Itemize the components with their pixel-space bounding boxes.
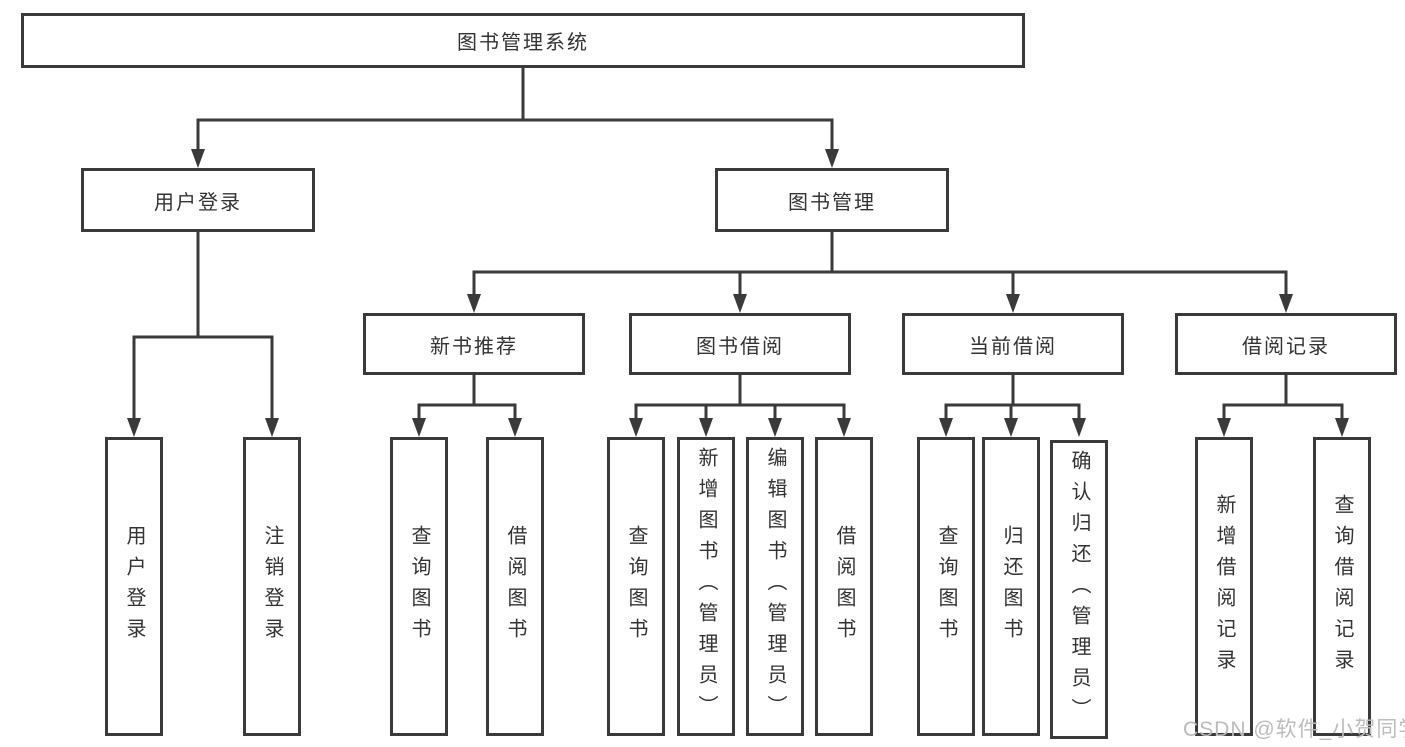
leaf-user-login: 用户登录 (105, 437, 163, 736)
node-user-login: 用户登录 (81, 168, 315, 232)
connector-userlogin-to-leaves (132, 230, 274, 424)
leaf-query-books-recommendation: 查询图书 (390, 437, 448, 736)
node-label: 图书借阅 (696, 335, 784, 358)
node-label: 图书管理 (788, 191, 876, 214)
node-label: 借阅图书 (504, 524, 526, 649)
node-label: 查询图书 (625, 524, 647, 649)
leaf-borrow-books-recommendation: 借阅图书 (486, 437, 544, 736)
csdn-watermark: CSDN @软件_小贺同学 (1183, 718, 1405, 741)
node-label: 编辑图书（管理员） (764, 447, 786, 726)
node-label: 用户登录 (123, 524, 145, 649)
connector-bookborrow-to-leaves (634, 373, 846, 424)
arrowheads (127, 149, 1349, 437)
node-label: 新书推荐 (430, 335, 518, 358)
node-book-borrowing: 图书借阅 (629, 313, 851, 375)
node-current-borrowing: 当前借阅 (902, 313, 1124, 375)
leaf-return-books: 归还图书 (982, 437, 1040, 736)
node-label: 新增借阅记录 (1213, 493, 1235, 680)
connector-newbook-to-leaves (417, 373, 517, 424)
node-new-book-recommendation: 新书推荐 (363, 313, 585, 375)
node-label: 确认归还（管理员） (1068, 450, 1090, 729)
leaf-borrow-books-borrowing: 借阅图书 (815, 437, 873, 736)
node-label: 借阅图书 (833, 524, 855, 649)
leaf-query-books-current: 查询图书 (917, 437, 975, 736)
node-label: 借阅记录 (1242, 335, 1330, 358)
node-label: 图书管理系统 (457, 32, 589, 54)
node-borrowing-records: 借阅记录 (1175, 313, 1397, 375)
connector-root-to-level2 (196, 66, 834, 155)
node-label: 注销登录 (261, 524, 283, 649)
leaf-query-borrow-record: 查询借阅记录 (1313, 437, 1371, 736)
connector-bookmgmt-to-level3 (472, 230, 1288, 300)
leaf-confirm-return-admin: 确认归还（管理员） (1050, 440, 1108, 739)
leaf-edit-book-admin: 编辑图书（管理员） (746, 437, 804, 736)
leaf-add-book-admin: 新增图书（管理员） (677, 437, 735, 736)
connector-currentborrow-to-leaves (944, 373, 1081, 424)
node-label: 查询图书 (408, 524, 430, 649)
node-label: 新增图书（管理员） (695, 447, 717, 726)
node-library-management-system: 图书管理系统 (21, 13, 1025, 68)
node-label: 用户登录 (154, 191, 242, 214)
leaf-query-books-borrowing: 查询图书 (607, 437, 665, 736)
node-book-management: 图书管理 (715, 168, 949, 232)
node-label: 归还图书 (1000, 524, 1022, 649)
node-label: 当前借阅 (969, 335, 1057, 358)
node-label: 查询图书 (935, 524, 957, 649)
leaf-add-borrow-record: 新增借阅记录 (1195, 437, 1253, 736)
node-label: 查询借阅记录 (1331, 493, 1353, 680)
connector-borrowrecords-to-leaves (1222, 373, 1344, 424)
leaf-logout: 注销登录 (243, 437, 301, 736)
